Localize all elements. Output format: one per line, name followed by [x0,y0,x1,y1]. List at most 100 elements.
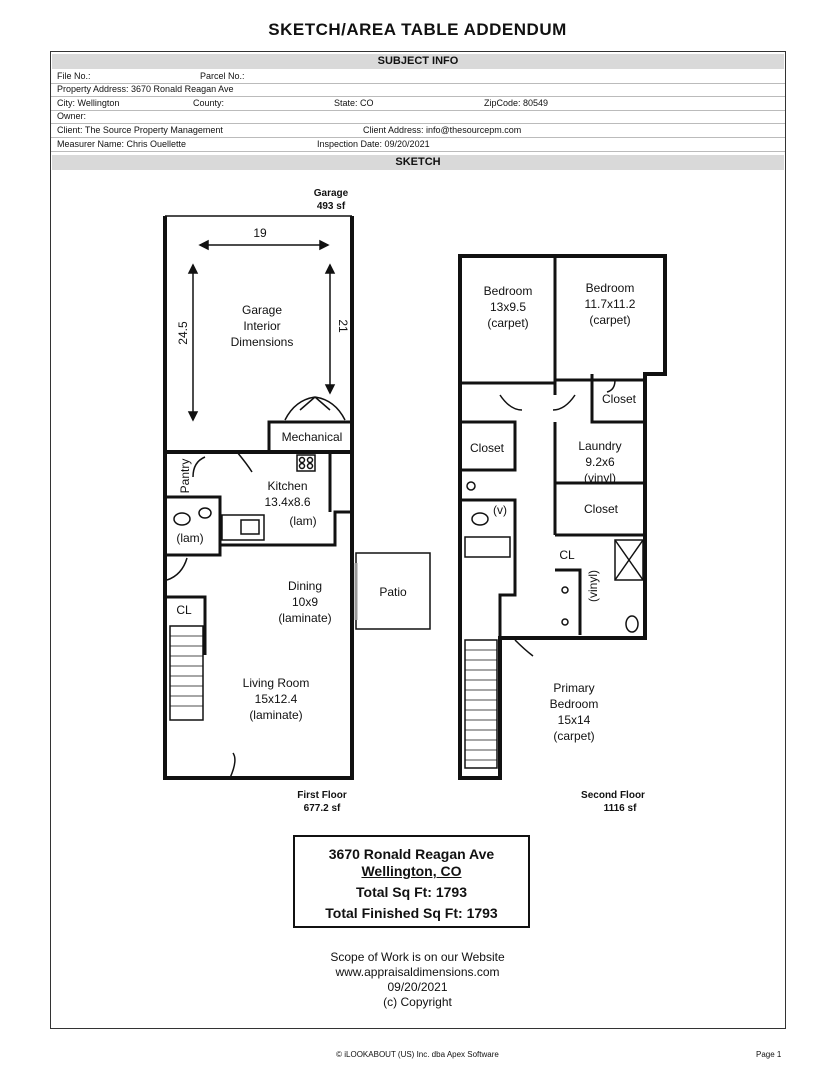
first-floor-walls [163,452,354,780]
measurer: Measurer Name: Chris Ouellette [57,139,187,149]
primary-floor: (carpet) [553,729,595,743]
bedroom2-floor: (carpet) [589,313,631,327]
footer-copyright: © iLOOKABOUT (US) Inc. dba Apex Software [336,1050,499,1059]
second-floor-stairs [464,639,498,769]
garage-interior-line2: Interior [243,319,281,333]
closet-upper-walls [590,374,645,424]
second-floor-walls [458,254,667,780]
first-floor-caption-area: 677.2 sf [303,803,341,814]
first-floor-caption: First Floor 677.2 sf [290,789,354,815]
zipcode: ZipCode: 80549 [484,98,549,108]
garage-depth-left-label: 24.5 [176,321,190,345]
info-row-address: Property Address: 3670 Ronald Reagan Ave [51,83,785,97]
garage-walls [163,216,354,454]
garage-interior-line1: Garage [241,303,283,317]
first-floor-stairs [169,625,204,721]
closet-b-label: Closet [469,441,504,455]
county-label: County: [193,98,225,108]
cl-label: CL [559,548,575,562]
second-floor-caption-name: Second Floor [581,790,645,801]
second-floor-caption: Second Floor 1116 sf [573,789,653,815]
garage-depth-arrowheads-right [324,263,336,395]
living-name: Living Room [242,676,310,690]
info-row-owner: Owner: [51,110,785,124]
kitchen-counter-wall [220,510,352,547]
bedroom1-size: 13x9.5 [489,300,527,314]
mechanical-label: Mechanical [281,430,343,444]
bath-sink-icon [198,507,212,519]
summary-total-sqft: Total Sq Ft: 1793 [356,884,467,900]
bedroom1-label: Bedroom 13x9.5 (carpet) [468,283,548,331]
first-floor-caption-name: First Floor [297,790,347,801]
toilet-icon-2 [471,512,489,526]
scope-line1: Scope of Work is on our Website [330,950,505,964]
garage-interior-label: Garage Interior Dimensions [212,302,312,350]
dining-size: 10x9 [291,595,319,609]
bedroom1-floor: (carpet) [487,316,529,330]
kitchen-door-swings [192,451,253,478]
summary-address-line1: 3670 Ronald Reagan Ave [328,846,495,862]
laundry-floor: (vinyl) [584,471,616,485]
bedroom2-name: Bedroom [585,281,635,295]
closet-cl-walls [555,568,582,635]
laundry-walls [553,422,645,537]
info-row-measurer: Measurer Name: Chris Ouellette Inspectio… [51,138,785,152]
second-floor-caption-area: 1116 sf [603,803,637,814]
primary-name: Primary [553,681,595,695]
summary-address-line2: Wellington, CO [361,863,462,879]
scope-of-work: Scope of Work is on our Website www.appr… [250,950,585,1010]
dining-name: Dining [287,579,323,593]
garage-caption-area: 493 sf [316,201,346,212]
garage-caption: Garage 493 sf [300,187,362,213]
laundry-size: 9.2x6 [585,455,615,469]
state: State: CO [334,98,374,108]
client-address: Client Address: info@thesourcepm.com [363,125,522,135]
client: Client: The Source Property Management [57,125,223,135]
bath-floor: (lam) [176,531,204,545]
garage-depth-right-label: 21 [336,319,350,333]
toilet-icon [173,512,191,526]
laundry-label: Laundry 9.2x6 (vinyl) [560,438,640,486]
parcel-no-label: Parcel No.: [200,71,245,81]
first-floor-door-swings [166,557,236,779]
shower-icon [614,539,644,581]
dining-floor: (laminate) [278,611,332,625]
page-title: SKETCH/AREA TABLE ADDENDUM [268,20,567,39]
garage-depth-arrowheads-left [187,263,199,422]
primary-size: 15x14 [557,713,591,727]
dining-label: Dining 10x9 (laminate) [265,578,345,626]
scope-line3: 09/20/2021 [387,980,448,994]
subject-info-header: SUBJECT INFO [52,54,784,69]
garage-interior-line3: Dimensions [230,335,294,349]
sink-icon-2 [466,481,476,491]
bath-walls-second [460,420,517,640]
addendum-frame: SUBJECT INFO File No.: Parcel No.: Prope… [50,51,786,1029]
living-floor: (laminate) [249,708,303,722]
kitchen-floor: (lam) [289,514,317,528]
kitchen-name: Kitchen [267,479,308,493]
second-floor-door-swings [499,379,616,657]
file-no-label: File No.: [57,71,91,81]
bath-second-floor: (v) [493,503,507,517]
garage-width-arrowheads [198,239,330,251]
summary-total-finished: Total Finished Sq Ft: 1793 [325,905,498,921]
laundry-name: Laundry [578,439,622,453]
owner-label: Owner: [57,111,87,121]
info-row-client: Client: The Source Property Management C… [51,124,785,138]
closet-label: CL [176,603,192,617]
closet-a-label: Closet [601,392,636,406]
info-row-file: File No.: Parcel No.: [51,70,785,84]
living-label: Living Room 15x12.4 (laminate) [226,675,326,723]
kitchen-sink [240,519,260,535]
stair-treads [170,635,497,761]
bedroom2-label: Bedroom 11.7x11.2 (carpet) [570,280,650,328]
garage-width-label: 19 [253,226,267,240]
mechanical-walls [267,420,352,452]
primary-name2: Bedroom [549,697,599,711]
pantry-walls [165,495,222,545]
footer-page: Page 1 [756,1050,782,1059]
bathtub-icon [464,536,511,558]
kitchen-sink-counter [221,514,265,541]
bath2-floor: (vinyl) [586,570,600,602]
kitchen-size: 13.4x8.6 [264,495,311,509]
